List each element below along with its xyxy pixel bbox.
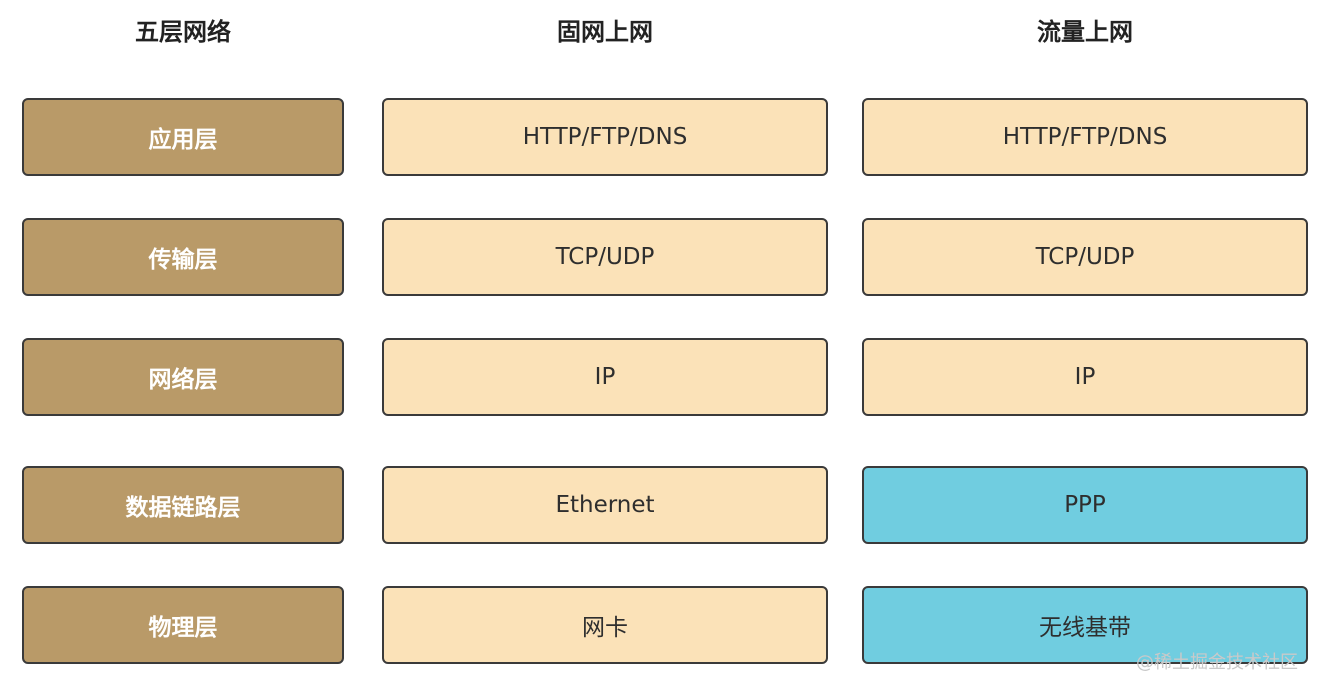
layer-transport: 传输层: [22, 218, 344, 296]
mobile-network-protocol: IP: [862, 338, 1308, 416]
layer-network: 网络层: [22, 338, 344, 416]
mobile-physical-medium: 无线基带: [862, 586, 1308, 664]
fixed-network-header: 固网上网: [557, 18, 653, 46]
mobile-data-header: 流量上网: [1037, 18, 1133, 46]
fixed-physical-medium: 网卡: [382, 586, 828, 664]
watermark: @稀土掘金技术社区: [1136, 652, 1298, 673]
five-layer-header: 五层网络: [135, 18, 231, 46]
mobile-transport-protocols: TCP/UDP: [862, 218, 1308, 296]
mobile-application-protocols: HTTP/FTP/DNS: [862, 98, 1308, 176]
fixed-transport-protocols: TCP/UDP: [382, 218, 828, 296]
fixed-application-protocols: HTTP/FTP/DNS: [382, 98, 828, 176]
layer-data-link: 数据链路层: [22, 466, 344, 544]
fixed-data-link-protocol: Ethernet: [382, 466, 828, 544]
fixed-network-protocol: IP: [382, 338, 828, 416]
layer-application: 应用层: [22, 98, 344, 176]
mobile-data-link-protocol: PPP: [862, 466, 1308, 544]
layer-physical: 物理层: [22, 586, 344, 664]
